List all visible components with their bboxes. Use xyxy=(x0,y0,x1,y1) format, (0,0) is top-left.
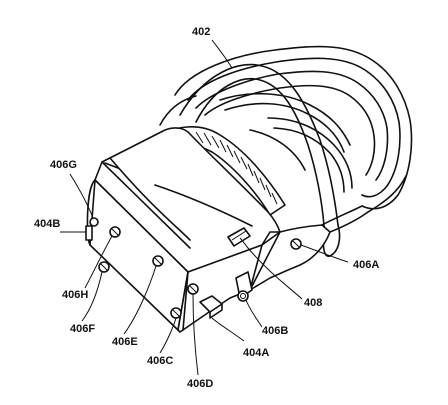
label-406b: 406B xyxy=(262,325,288,337)
slot-408 xyxy=(227,227,251,247)
label-406d: 406D xyxy=(187,378,213,390)
housing-right-side xyxy=(249,224,331,291)
bracket-404a xyxy=(199,295,223,319)
sensor-406g xyxy=(89,217,99,227)
sensors xyxy=(89,217,302,319)
label-406g: 406G xyxy=(50,159,77,171)
label-406h: 406H xyxy=(62,289,88,301)
label-406a: 406A xyxy=(353,259,379,271)
label-404b: 404B xyxy=(34,218,60,230)
reference-labels: 402 406G 404B 406H 406F 406E 406C 406D 4… xyxy=(34,26,379,390)
leader-lines xyxy=(59,39,349,376)
rear-frame xyxy=(159,45,413,233)
label-408: 408 xyxy=(304,297,322,309)
button-block-406b xyxy=(235,271,253,302)
label-406c: 406C xyxy=(147,355,173,367)
label-402: 402 xyxy=(192,26,210,38)
label-404a: 404A xyxy=(243,347,269,359)
port-404b xyxy=(85,225,93,241)
label-406e: 406E xyxy=(112,336,138,348)
label-406f: 406F xyxy=(70,323,95,335)
inner-bands xyxy=(219,92,353,193)
